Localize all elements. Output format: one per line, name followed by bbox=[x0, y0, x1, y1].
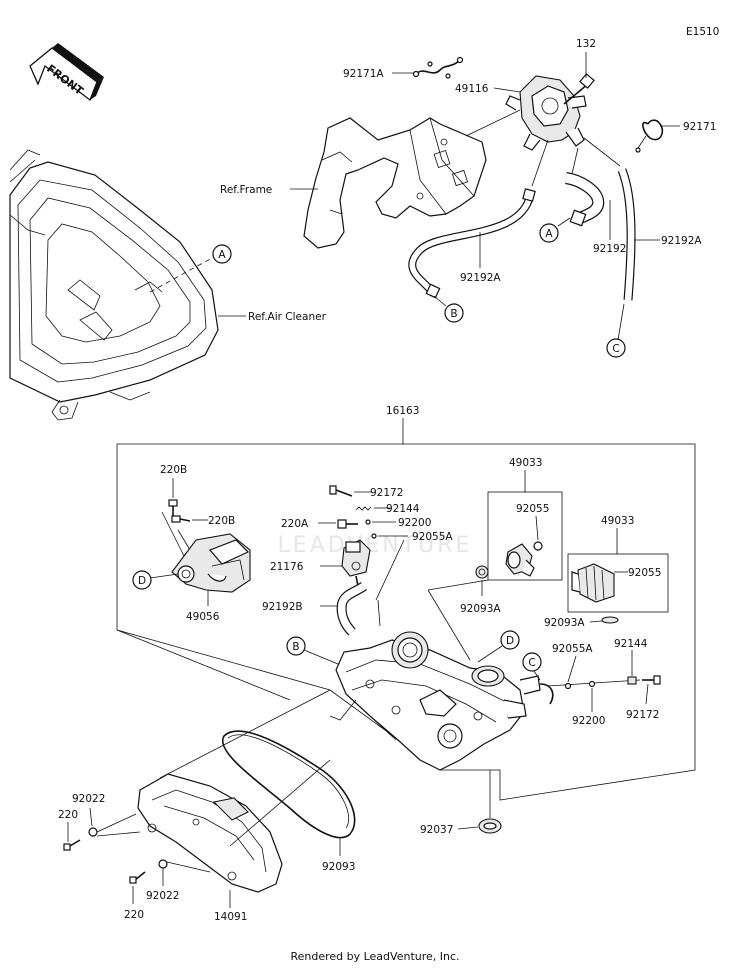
callout-a-hose: A bbox=[539, 217, 571, 243]
oring-92055a-top bbox=[371, 533, 377, 539]
label-132: 132 bbox=[576, 38, 596, 50]
valve-49116 bbox=[505, 75, 587, 151]
svg-text:D: D bbox=[138, 575, 146, 587]
screw-92172-right bbox=[642, 675, 661, 685]
label-92055a-right: 92055A bbox=[552, 643, 593, 655]
label-92192a-mid: 92192A bbox=[460, 272, 501, 284]
washer-92022-bottom bbox=[158, 859, 168, 869]
injector-49033-a bbox=[505, 543, 535, 577]
callout-d-mid: D bbox=[477, 630, 520, 663]
cover-14091 bbox=[137, 773, 283, 893]
label-16163: 16163 bbox=[386, 405, 419, 417]
label-92200-top: 92200 bbox=[398, 517, 431, 529]
screw-92172-top bbox=[329, 485, 353, 497]
frame-bracket bbox=[303, 117, 487, 249]
svg-text:B: B bbox=[450, 308, 457, 320]
callout-c-mid: C bbox=[522, 652, 542, 681]
svg-text:B: B bbox=[292, 641, 299, 653]
label-ref-frame: Ref.Frame bbox=[220, 184, 272, 196]
belt-92093 bbox=[221, 730, 356, 839]
label-92192b: 92192B bbox=[262, 601, 303, 613]
label-92171a: 92171A bbox=[343, 68, 384, 80]
label-49033-a: 49033 bbox=[509, 457, 542, 469]
svg-text:C: C bbox=[612, 343, 619, 355]
oring-92055a-right bbox=[564, 682, 572, 690]
bolt-220b-mid bbox=[171, 515, 191, 523]
hose-92192b bbox=[336, 581, 367, 636]
label-220-left: 220 bbox=[58, 809, 78, 821]
label-92055-a: 92055 bbox=[516, 503, 549, 515]
callout-b-mid: B bbox=[286, 636, 339, 665]
label-ref-air-cleaner: Ref.Air Cleaner bbox=[248, 311, 327, 323]
front-arrow-icon: FRONT bbox=[29, 43, 104, 102]
label-92093: 92093 bbox=[322, 861, 355, 873]
sensor-21176 bbox=[341, 539, 371, 587]
label-14091: 14091 bbox=[214, 911, 247, 923]
label-92144-top: 92144 bbox=[386, 503, 420, 515]
hose-92192a-right bbox=[617, 168, 636, 301]
assembly-outline-16163 bbox=[116, 443, 696, 801]
washer-92022-top bbox=[88, 827, 98, 837]
washer-92200-top bbox=[365, 519, 371, 525]
label-92192a-right: 92192A bbox=[661, 235, 702, 247]
label-92172-right: 92172 bbox=[626, 709, 659, 721]
label-220a: 220A bbox=[281, 518, 309, 530]
part-49056 bbox=[171, 533, 251, 593]
bolt-132 bbox=[563, 73, 595, 105]
washer-92200-right bbox=[588, 680, 596, 688]
callout-a-top: A bbox=[212, 244, 232, 264]
bolt-220b-top bbox=[168, 499, 178, 516]
clamp-92171a bbox=[412, 56, 464, 79]
callout-d-left: D bbox=[132, 570, 179, 590]
svg-text:C: C bbox=[528, 657, 535, 669]
label-220b-top: 220B bbox=[160, 464, 187, 476]
oring-92055-a bbox=[533, 541, 543, 551]
throttle-body bbox=[329, 631, 554, 771]
svg-text:A: A bbox=[218, 249, 226, 261]
spring-92144-right bbox=[627, 676, 637, 685]
spring-92144-top bbox=[355, 506, 372, 511]
label-92144-right: 92144 bbox=[614, 638, 648, 650]
callout-b-top: B bbox=[433, 295, 464, 323]
svg-text:D: D bbox=[506, 635, 514, 647]
oring-92093a-a bbox=[475, 565, 489, 579]
clamp-92171 bbox=[635, 119, 664, 153]
label-92093a-a: 92093A bbox=[460, 603, 501, 615]
label-49116: 49116 bbox=[455, 83, 489, 95]
bolt-220a bbox=[337, 519, 358, 529]
label-92022-bottom: 92022 bbox=[146, 890, 179, 902]
bolt-220-left bbox=[63, 839, 81, 851]
label-21176: 21176 bbox=[270, 561, 304, 573]
label-92055-b: 92055 bbox=[628, 567, 661, 579]
diagram-code: E1510 bbox=[686, 26, 719, 38]
svg-text:A: A bbox=[545, 228, 553, 240]
label-220b-mid: 220B bbox=[208, 515, 235, 527]
clamp-92037 bbox=[478, 770, 502, 834]
bolt-220-bottom bbox=[129, 871, 146, 884]
hose-92192 bbox=[564, 172, 605, 227]
label-92200-right: 92200 bbox=[572, 715, 605, 727]
injector-box-b bbox=[567, 553, 669, 613]
callout-line-a bbox=[149, 257, 213, 293]
label-220-bottom: 220 bbox=[124, 909, 144, 921]
label-92055a-top: 92055A bbox=[412, 531, 453, 543]
label-49033-b: 49033 bbox=[601, 515, 634, 527]
oring-92093a-b bbox=[601, 616, 619, 624]
label-92037: 92037 bbox=[420, 824, 453, 836]
footer: Rendered by LeadVenture, Inc. bbox=[290, 950, 460, 963]
label-49056: 49056 bbox=[186, 611, 220, 623]
label-92022-top: 92022 bbox=[72, 793, 105, 805]
label-92192: 92192 bbox=[593, 243, 626, 255]
air-cleaner-housing bbox=[9, 149, 219, 421]
hose-92192a-left bbox=[408, 188, 536, 299]
injector-49033-b bbox=[571, 563, 615, 603]
label-92093a-b: 92093A bbox=[544, 617, 585, 629]
label-92171: 92171 bbox=[683, 121, 716, 133]
callout-c-top: C bbox=[606, 338, 626, 358]
injector-box-a bbox=[487, 491, 563, 581]
label-92172-top: 92172 bbox=[370, 487, 403, 499]
